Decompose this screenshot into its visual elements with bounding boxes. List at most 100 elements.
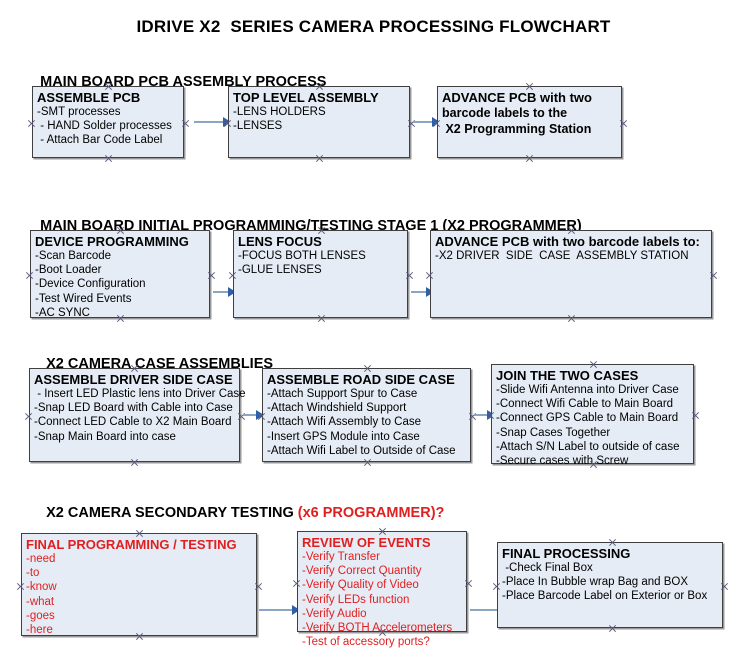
box-assemble-pcb[interactable]: ASSEMBLE PCB -SMT processes - HAND Solde… (32, 86, 184, 158)
box-device-programming[interactable]: DEVICE PROGRAMMING -Scan Barcode -Boot L… (30, 230, 210, 319)
box-line: -Verify BOTH Accelerometers (302, 622, 453, 635)
box-title: TOP LEVEL ASSEMBLY (233, 90, 379, 105)
box-title: LENS FOCUS (238, 234, 322, 249)
box-title: FINAL PROCESSING (502, 546, 631, 561)
box-title: ASSEMBLE ROAD SIDE CASE (267, 372, 455, 387)
box-line: -AC SYNC (35, 306, 90, 319)
box-line: -Slide Wifi Antenna into Driver Case (496, 384, 679, 396)
resize-handle-right[interactable] (619, 119, 628, 128)
box-line: -GLUE LENSES (238, 264, 322, 277)
arrowhead-icon (432, 117, 440, 127)
resize-handle-right[interactable] (691, 411, 700, 420)
box-line: -LENS HOLDERS (233, 106, 326, 118)
box-line: - Attach Bar Code Label (37, 134, 163, 147)
resize-handle-left[interactable] (25, 271, 34, 280)
box-line: - Insert LED Plastic lens into Driver Ca… (34, 388, 246, 400)
resize-handle-left[interactable] (27, 119, 36, 128)
box-line: -FOCUS BOTH LENSES (238, 250, 366, 262)
box-title: ADVANCE PCB with two (442, 90, 592, 105)
box-line: -Snap Cases Together (496, 426, 611, 439)
resize-handle-right[interactable] (254, 582, 263, 591)
box-line: -Attach Wifi Label to Outside of Case (267, 444, 456, 457)
box-line: -Scan Barcode (35, 250, 112, 262)
box-join-the-two-cases[interactable]: JOIN THE TWO CASES -Slide Wifi Antenna i… (491, 364, 694, 467)
resize-handle-left[interactable] (24, 412, 33, 421)
box-line: -Place In Bubble wrap Bag and BOX (502, 576, 689, 589)
box-line-overflow: -Test of accessory ports? (302, 636, 430, 649)
resize-handle-left[interactable] (492, 582, 501, 591)
box-title: FINAL PROGRAMMING / TESTING (26, 537, 237, 552)
box-line: barcode labels to the (442, 106, 568, 120)
box-advance-pcb-programming-station[interactable]: ADVANCE PCB with two barcode labels to t… (437, 86, 622, 158)
resize-handle-bottom[interactable] (525, 154, 534, 163)
box-line: -Boot Loader (35, 264, 102, 277)
box-title: ADVANCE PCB with two barcode labels to: (435, 234, 700, 249)
box-line: -X2 DRIVER SIDE CASE ASSEMBLY STATION (435, 250, 689, 262)
section-heading-4: X2 CAMERA SECONDARY TESTING (x6 PROGRAMM… (30, 489, 444, 537)
box-line: -Snap Main Board into case (34, 430, 176, 443)
box-line: -Connect Wifi Cable to Main Board (496, 398, 674, 411)
section-heading-4-text: X2 CAMERA SECONDARY TESTING (46, 505, 298, 521)
box-line: -Secure cases with Screw (496, 455, 629, 468)
resize-handle-bottom[interactable] (104, 154, 113, 163)
resize-handle-bottom[interactable] (363, 458, 372, 467)
connector-arrow (259, 605, 300, 615)
resize-handle-right[interactable] (405, 271, 414, 280)
connector-arrow (194, 117, 231, 127)
connector-arrow (413, 117, 440, 127)
box-line: -Attach Windshield Support (267, 402, 407, 415)
resize-handle-left[interactable] (425, 271, 434, 280)
box-line: -Verify Quality of Video (302, 579, 419, 592)
box-line: -Device Configuration (35, 278, 146, 291)
box-title: REVIEW OF EVENTS (302, 535, 431, 550)
resize-handle-right[interactable] (181, 119, 190, 128)
box-assemble-road-side-case[interactable]: ASSEMBLE ROAD SIDE CASE -Attach Support … (262, 368, 471, 462)
resize-handle-right[interactable] (720, 582, 729, 591)
box-line: -Attach Support Spur to Case (267, 388, 418, 400)
arrowhead-icon (256, 410, 264, 420)
resize-handle-bottom[interactable] (315, 154, 324, 163)
resize-handle-bottom[interactable] (567, 314, 576, 323)
box-line: -to (26, 567, 40, 580)
box-line: -goes (26, 609, 55, 622)
box-line: - HAND Solder processes (37, 120, 172, 133)
box-line: -Place Barcode Label on Exterior or Box (502, 590, 708, 603)
arrowhead-icon (223, 117, 231, 127)
resize-handle-right[interactable] (464, 579, 473, 588)
resize-handle-right[interactable] (709, 271, 718, 280)
box-final-processing[interactable]: FINAL PROCESSING -Check Final Box -Place… (497, 542, 723, 628)
box-line: -Verify LEDs function (302, 593, 410, 606)
box-line: -here (26, 624, 53, 637)
resize-handle-left[interactable] (16, 582, 25, 591)
resize-handle-right[interactable] (207, 271, 216, 280)
box-top-level-assembly[interactable]: TOP LEVEL ASSEMBLY -LENS HOLDERS -LENSES (228, 86, 410, 158)
box-line: -Test Wired Events (35, 292, 132, 305)
resize-handle-bottom[interactable] (317, 314, 326, 323)
box-line: -SMT processes (37, 106, 121, 118)
connector-arrow (213, 287, 236, 297)
box-line: -LENSES (233, 120, 283, 133)
box-line: -Verify Audio (302, 607, 367, 620)
box-line: -need (26, 553, 56, 565)
box-lens-focus[interactable]: LENS FOCUS -FOCUS BOTH LENSES -GLUE LENS… (233, 230, 408, 318)
box-line: -Connect LED Cable to X2 Main Board (34, 416, 232, 429)
page-title: IDRIVE X2 SERIES CAMERA PROCESSING FLOWC… (136, 17, 611, 36)
section-heading-4-note: (x6 PROGRAMMER)? (297, 505, 445, 521)
box-assemble-driver-side-case[interactable]: ASSEMBLE DRIVER SIDE CASE - Insert LED P… (29, 368, 246, 462)
resize-handle-left[interactable] (228, 271, 237, 280)
arrowhead-icon (292, 605, 300, 615)
box-line: -Snap LED Board with Cable into Case (34, 402, 233, 415)
box-title: ASSEMBLE DRIVER SIDE CASE (34, 372, 233, 387)
resize-handle-bottom[interactable] (608, 624, 617, 633)
box-title: ASSEMBLE PCB (37, 90, 141, 105)
box-line: -what (26, 595, 55, 608)
box-line: -Check Final Box (502, 562, 593, 574)
resize-handle-bottom[interactable] (130, 458, 139, 467)
box-final-programming-testing[interactable]: FINAL PROGRAMMING / TESTING -need -to -k… (21, 533, 257, 636)
box-review-of-events[interactable]: REVIEW OF EVENTS -Verify Transfer -Verif… (297, 531, 467, 648)
box-advance-pcb-driver-side-case[interactable]: ADVANCE PCB with two barcode labels to: … (430, 230, 712, 318)
box-line: -know (26, 581, 57, 594)
resize-handle-left[interactable] (292, 579, 301, 588)
box-line: -Attach S/N Label to outside of case (496, 440, 680, 453)
